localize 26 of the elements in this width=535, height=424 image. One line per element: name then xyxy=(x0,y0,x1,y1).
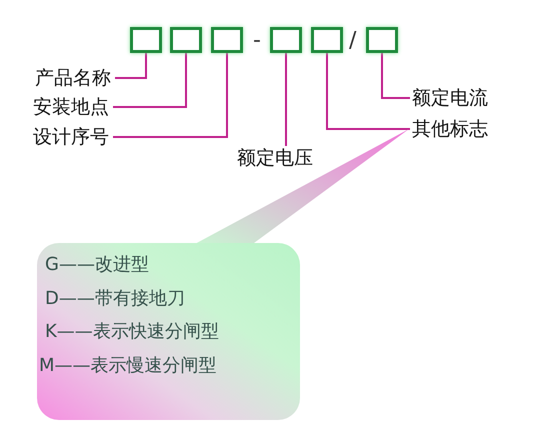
leader-line xyxy=(285,53,287,146)
code-box xyxy=(366,27,398,53)
code-description: D——带有接地刀 xyxy=(45,286,185,310)
field-label: 产品名称 xyxy=(35,66,111,90)
leader-line xyxy=(381,53,410,99)
separator-symbol: - xyxy=(253,29,261,53)
field-label: 安装地点 xyxy=(33,95,109,119)
separator-symbol: / xyxy=(349,29,356,53)
field-label: 其他标志 xyxy=(412,117,488,141)
callout-pointer xyxy=(194,129,409,244)
callout-bubble xyxy=(37,243,300,420)
leader-line xyxy=(113,53,228,138)
leader-line xyxy=(115,53,147,79)
field-label: 设计序号 xyxy=(33,125,109,149)
leader-line xyxy=(113,53,187,108)
field-label: 额定电压 xyxy=(237,146,313,170)
code-box xyxy=(130,27,162,53)
code-box xyxy=(311,27,343,53)
code-box xyxy=(270,27,302,53)
field-label: 额定电流 xyxy=(412,86,488,110)
code-box xyxy=(211,27,243,53)
leader-line xyxy=(326,53,410,130)
code-description: G——改进型 xyxy=(45,253,149,277)
code-box xyxy=(170,27,202,53)
code-description: M——表示慢速分闸型 xyxy=(39,354,217,378)
code-description: K——表示快速分闸型 xyxy=(45,320,219,344)
